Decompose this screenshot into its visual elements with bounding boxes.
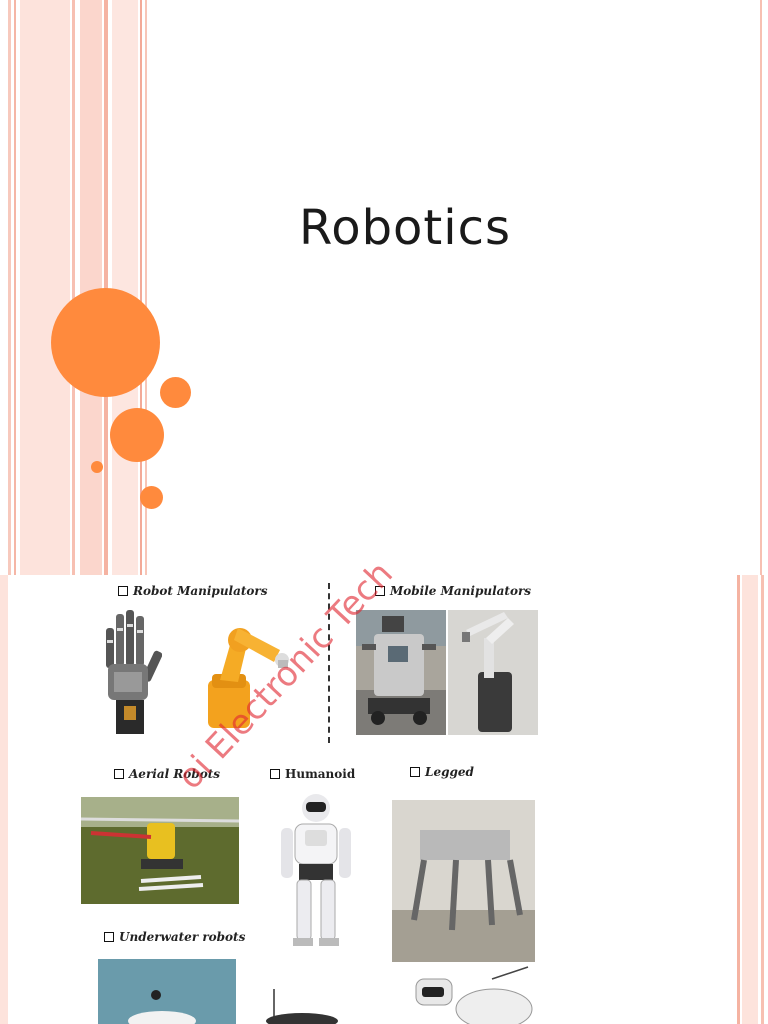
underwater-vehicle-image — [262, 987, 342, 1024]
decor-circle-medium — [110, 408, 164, 462]
category-label: Underwater robots — [119, 930, 246, 944]
decor-circle-small — [160, 377, 191, 408]
decor-stripe — [0, 575, 8, 1024]
category-aerial-robots: Aerial Robots — [114, 767, 220, 781]
category-label: Humanoid — [285, 767, 356, 781]
decor-circle-large — [51, 288, 160, 397]
decor-stripe — [737, 575, 740, 1024]
slide-title: Robotics — [299, 200, 511, 256]
industrial-robot-arm-image — [198, 610, 296, 730]
category-label: Mobile Manipulators — [390, 584, 532, 598]
checkbox-bullet-icon — [375, 586, 385, 596]
decor-stripe — [14, 0, 16, 575]
section-divider — [328, 583, 330, 743]
title-slide: Robotics — [8, 0, 762, 575]
decor-stripe — [761, 575, 764, 1024]
decor-stripe — [20, 0, 70, 575]
decor-stripe — [760, 0, 762, 575]
decor-stripe — [742, 575, 758, 1024]
decor-stripe — [72, 0, 75, 575]
checkbox-bullet-icon — [104, 932, 114, 942]
category-label: Robot Manipulators — [133, 584, 268, 598]
decor-stripe — [104, 0, 108, 575]
category-legged: Legged — [410, 765, 474, 779]
legged-robot-image — [392, 800, 535, 962]
underwater-robot-image — [98, 959, 236, 1024]
aerial-robot-helicopter-image — [81, 797, 239, 904]
decor-circle-tiny — [91, 461, 103, 473]
decor-circle-small — [140, 486, 163, 509]
category-robot-manipulators: Robot Manipulators — [118, 584, 268, 598]
robot-types-slide: Robot Manipulators Mobile Manipulators A… — [0, 575, 768, 1024]
checkbox-bullet-icon — [410, 767, 420, 777]
category-mobile-manipulators: Mobile Manipulators — [375, 584, 531, 598]
decor-stripe — [145, 0, 147, 575]
decor-stripe — [140, 0, 142, 575]
decor-stripe — [112, 0, 138, 575]
decor-stripe — [80, 0, 102, 575]
category-label: Aerial Robots — [129, 767, 221, 781]
category-label: Legged — [425, 765, 474, 779]
category-humanoid: Humanoid — [270, 767, 355, 781]
category-underwater-robots: Underwater robots — [104, 930, 245, 944]
decor-stripe — [8, 0, 11, 575]
checkbox-bullet-icon — [118, 586, 128, 596]
checkbox-bullet-icon — [114, 769, 124, 779]
mobile-manipulator-robot-image — [356, 610, 446, 735]
mobile-manipulator-arm-image — [448, 610, 538, 735]
robot-hand-image — [100, 610, 162, 736]
robot-dog-image — [408, 965, 536, 1024]
humanoid-robot-image — [275, 790, 357, 950]
checkbox-bullet-icon — [270, 769, 280, 779]
